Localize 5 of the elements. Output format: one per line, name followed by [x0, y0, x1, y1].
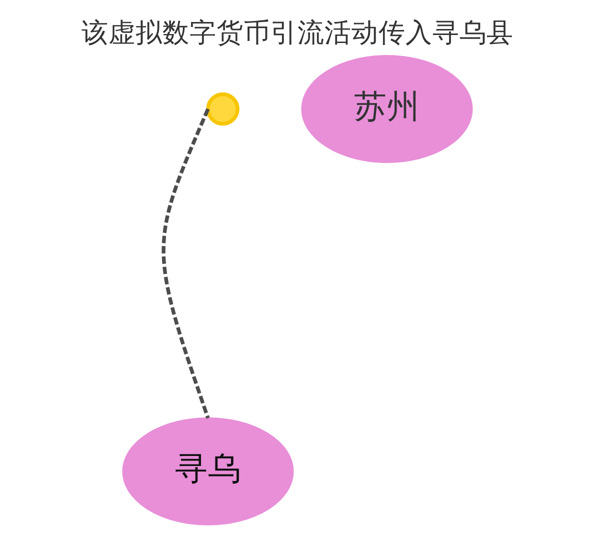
- node-circle: [206, 92, 240, 126]
- node-ellipse: 寻乌: [122, 417, 294, 526]
- diagram-title: 该虚拟数字货币引流活动传入寻乌县: [82, 18, 514, 49]
- connector: [162, 108, 210, 419]
- node-ellipse: 苏州: [301, 55, 473, 163]
